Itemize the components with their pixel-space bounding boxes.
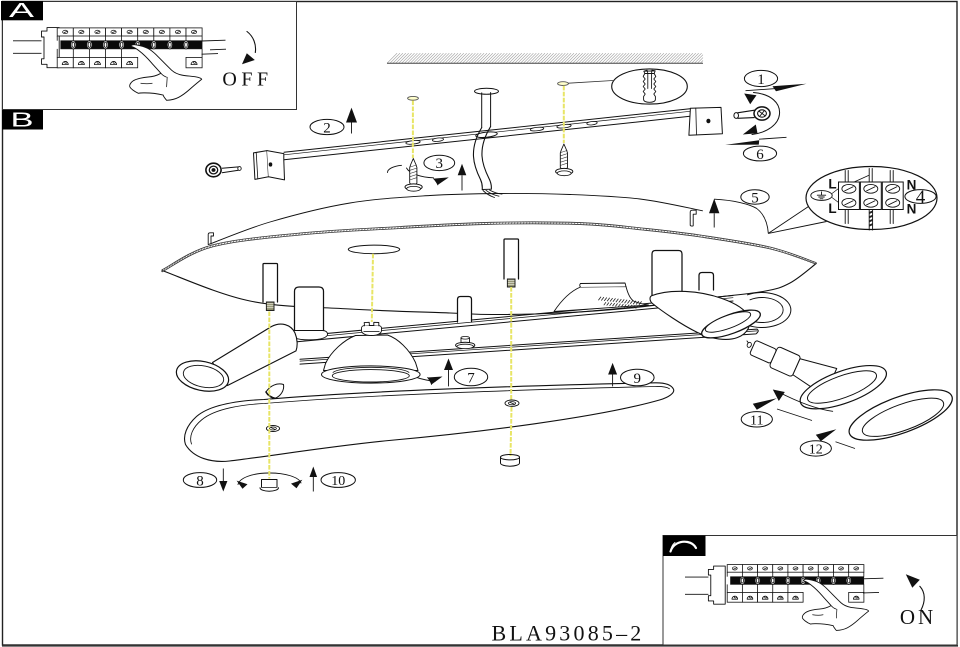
svg-text:3: 3 [436,156,444,172]
svg-text:8: 8 [196,473,204,489]
svg-text:7: 7 [467,370,475,386]
svg-text:2: 2 [323,120,331,136]
svg-text:N: N [907,202,917,217]
svg-text:10: 10 [331,474,345,489]
svg-text:ON: ON [900,605,936,629]
svg-text:1: 1 [757,72,765,88]
svg-text:OFF: OFF [222,69,272,91]
svg-text:L: L [828,177,836,192]
svg-text:5: 5 [751,190,759,206]
svg-text:12: 12 [809,442,823,457]
svg-text:L: L [828,201,836,216]
svg-text:N: N [907,178,917,193]
svg-text:6: 6 [756,147,764,163]
svg-text:11: 11 [750,413,763,428]
svg-text:4: 4 [916,187,926,208]
svg-text:A: A [9,0,35,22]
svg-text:BLA93085–2: BLA93085–2 [492,621,645,646]
svg-text:B: B [11,110,34,132]
svg-text:9: 9 [634,371,642,387]
